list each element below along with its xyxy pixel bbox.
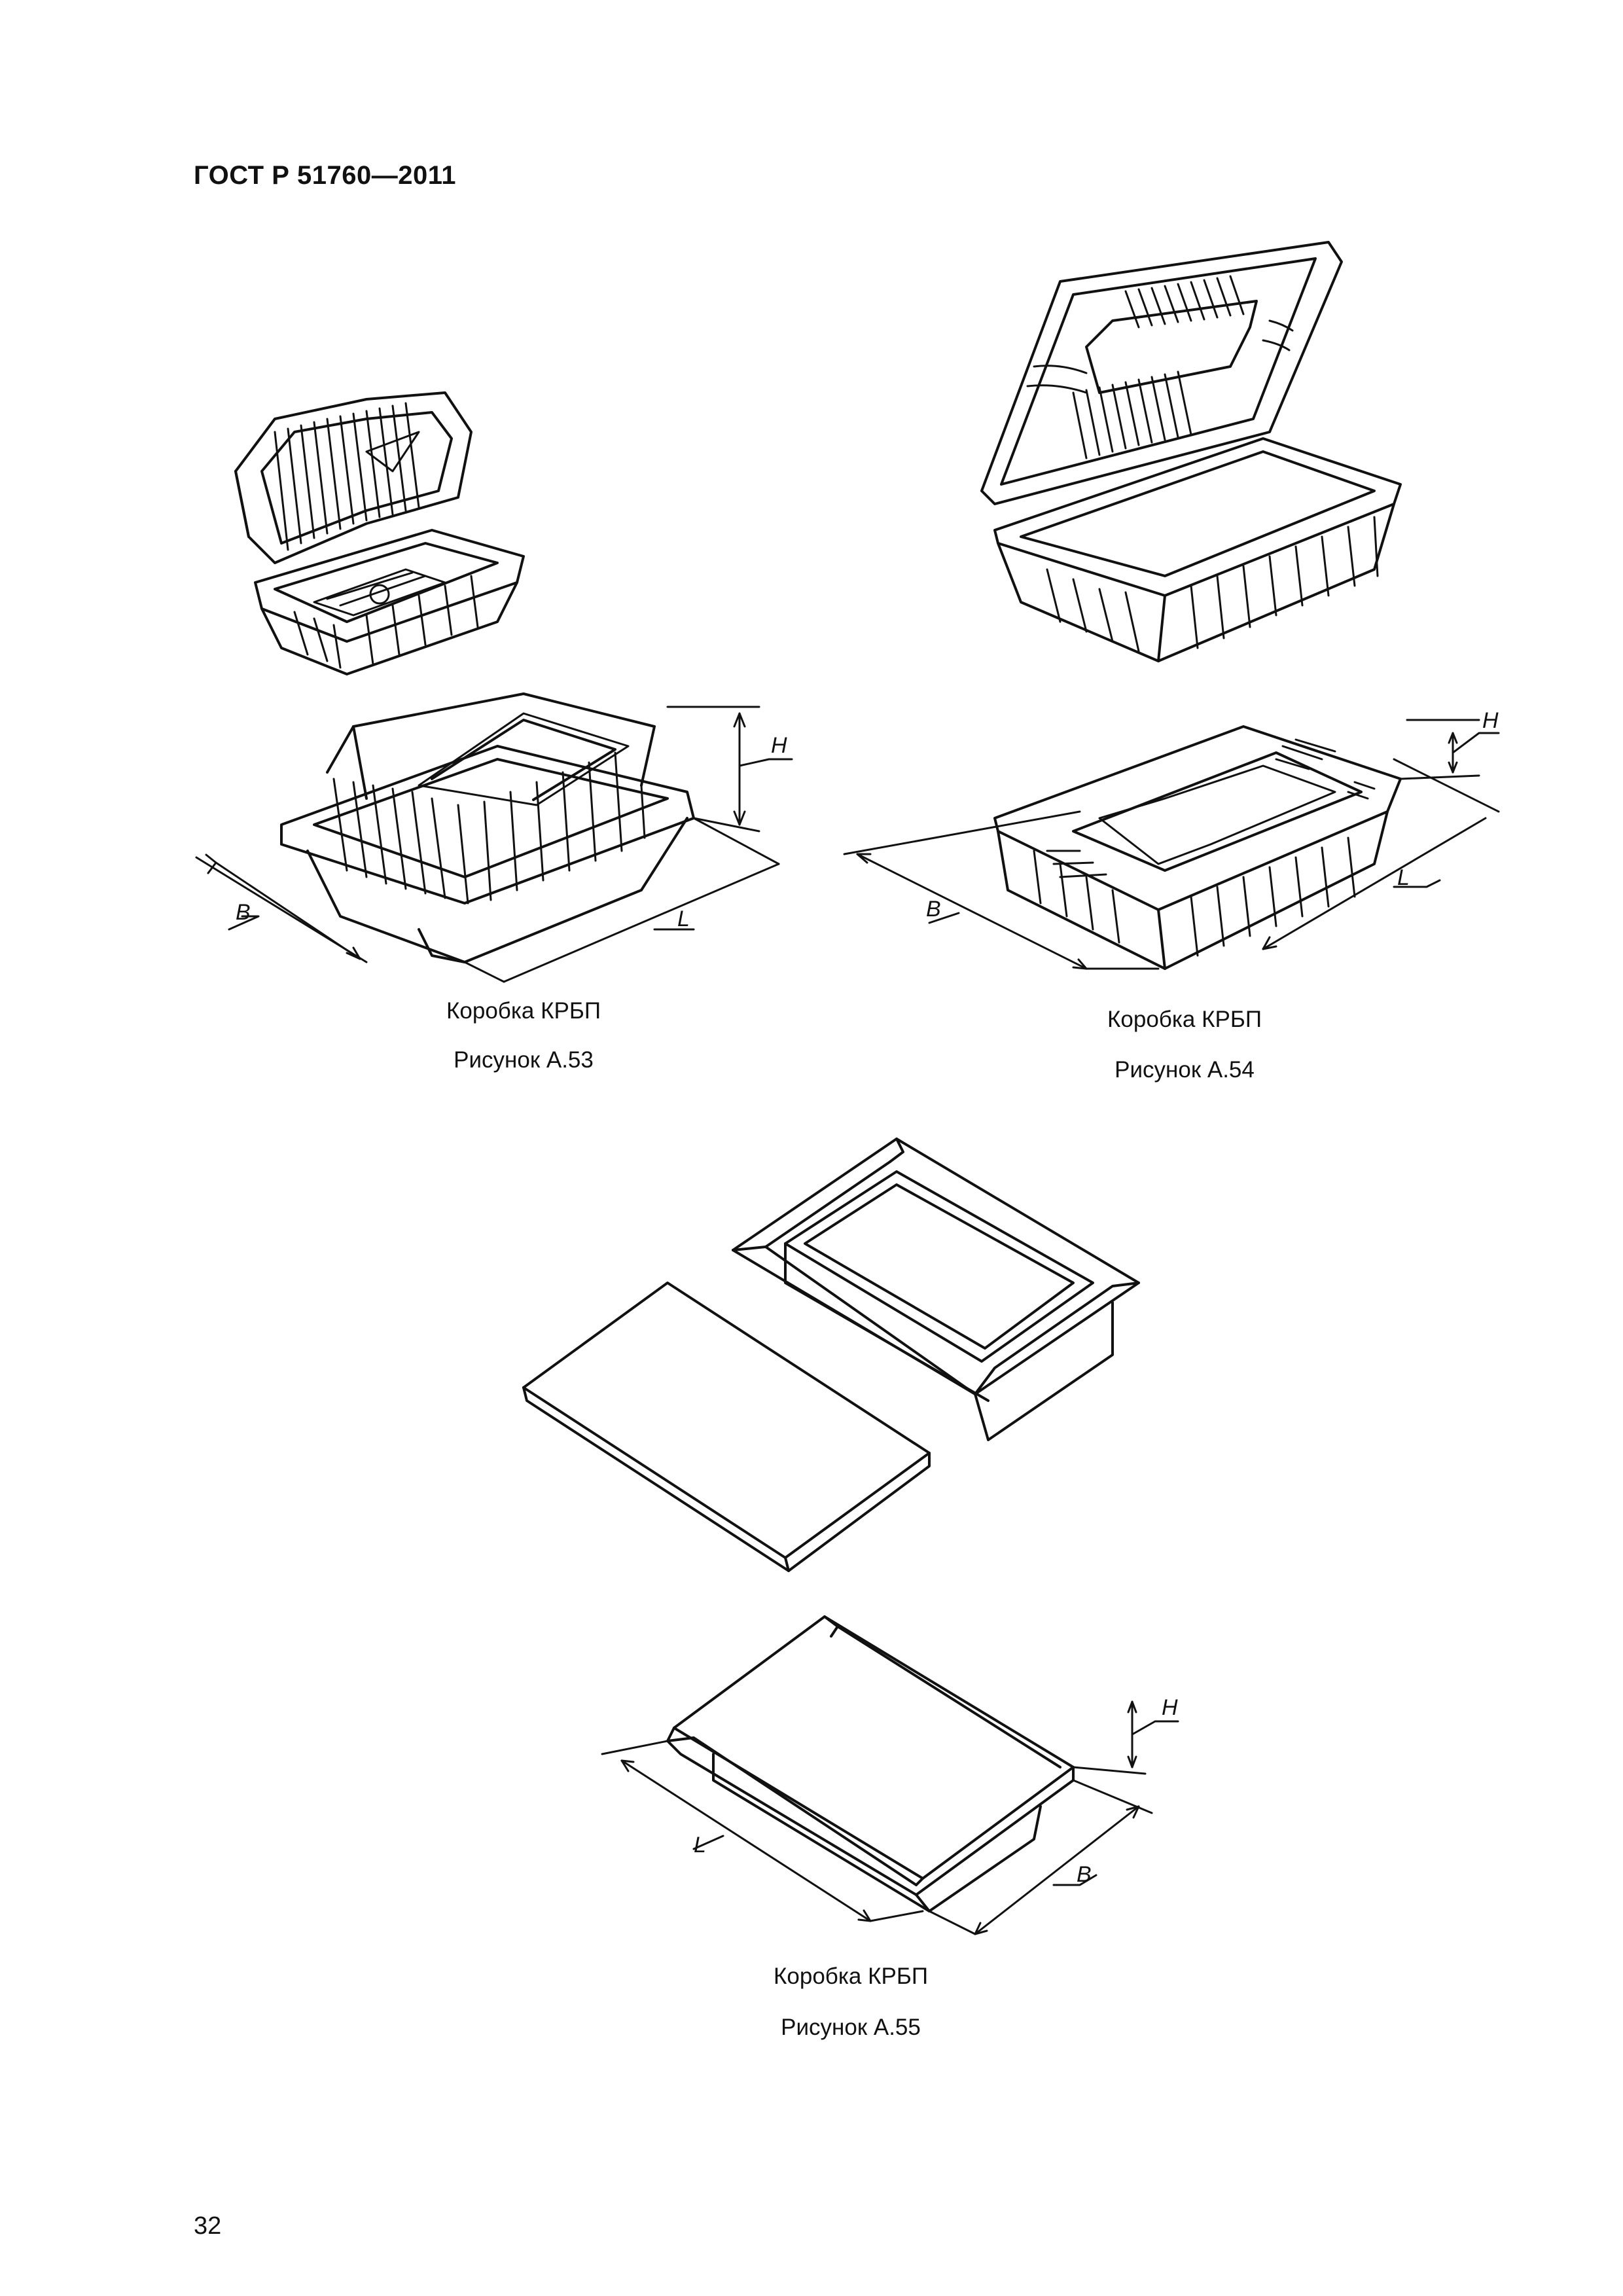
figure-a54-caption: Рисунок А.54 <box>1115 1057 1255 1083</box>
figure-a54-dim-b: B <box>926 897 941 922</box>
figure-a54-dim-l: L <box>1397 865 1410 890</box>
figure-a53-dim-h: H <box>771 733 787 758</box>
figure-a55-title: Коробка КРБП <box>774 1964 928 1989</box>
figure-a55-dim-b: B <box>1077 1862 1092 1887</box>
document-header: ГОСТ Р 51760—2011 <box>194 161 456 190</box>
figure-a54-title: Коробка КРБП <box>1107 1007 1262 1032</box>
figure-a55-dim-h: H <box>1162 1695 1178 1720</box>
figure-a55-box-drawing: H L B <box>522 1138 1179 1935</box>
figure-a53-title: Коробка КРБП <box>446 998 601 1024</box>
figure-a55-caption: Рисунок А.55 <box>781 2015 921 2040</box>
figure-a55-dim-l: L <box>694 1833 706 1857</box>
figure-a54-open-box-drawing: H B L <box>843 241 1500 970</box>
figure-a53-caption: Рисунок А.53 <box>454 1047 594 1073</box>
page-number: 32 <box>194 2212 222 2240</box>
figure-a53-dim-b: B <box>236 900 251 925</box>
figure-a53-dim-l: L <box>677 906 690 931</box>
figure-a53-open-box-drawing: H B L <box>195 391 793 983</box>
figure-a54-dim-h: H <box>1482 708 1499 733</box>
